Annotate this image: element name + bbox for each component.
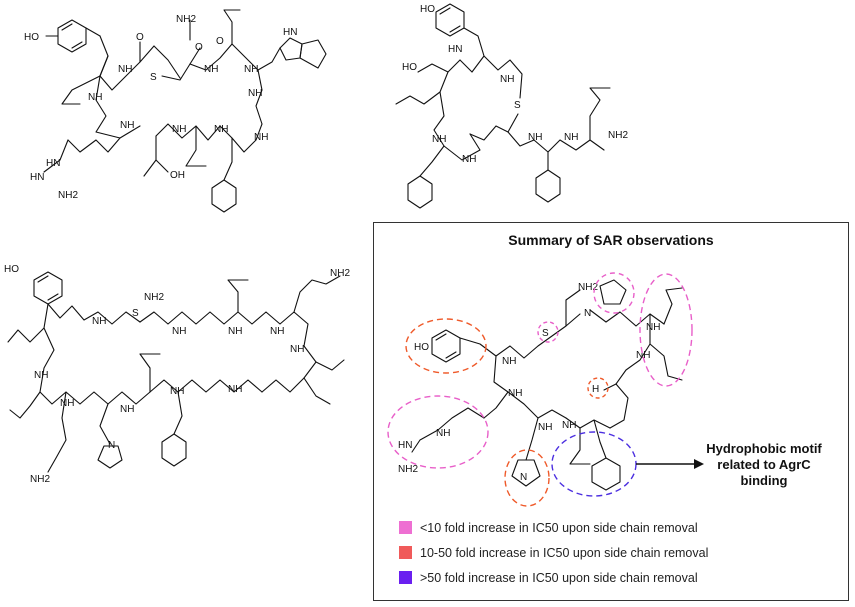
- summary-box: [373, 222, 849, 601]
- svg-text:NH: NH: [462, 154, 476, 165]
- svg-text:OH: OH: [170, 170, 185, 181]
- svg-text:NH: NH: [508, 388, 522, 399]
- svg-text:HN: HN: [46, 158, 60, 169]
- svg-text:N: N: [584, 308, 591, 319]
- svg-text:NH2: NH2: [144, 292, 164, 303]
- svg-text:NH: NH: [500, 74, 514, 85]
- legend-item: <10 fold increase in IC50 upon side chai…: [399, 515, 708, 540]
- histidine-highlight: [504, 449, 550, 507]
- peptide-structure-3: HO NH S NH2 NH NH NH NH2 NH NH NH NH N N…: [4, 264, 350, 485]
- proline-highlight: [593, 272, 635, 314]
- svg-text:NH: NH: [34, 370, 48, 381]
- svg-text:NH: NH: [436, 428, 450, 439]
- leucine-valine-highlight: [639, 273, 693, 387]
- svg-text:NH: NH: [538, 422, 552, 433]
- svg-text:HN: HN: [448, 44, 462, 55]
- svg-text:S: S: [132, 308, 139, 319]
- sulfur-label: S: [150, 72, 157, 83]
- motif-arrowhead: [694, 459, 704, 469]
- svg-text:O: O: [195, 42, 203, 53]
- svg-text:S: S: [514, 100, 521, 111]
- svg-text:NH2: NH2: [330, 268, 350, 279]
- svg-text:O: O: [216, 36, 224, 47]
- peptide-structure-summary: HO S NH NH2 N NH NH H NH NH NH NH HN NH2…: [387, 272, 704, 507]
- legend-item: 10-50 fold increase in IC50 upon side ch…: [399, 540, 708, 565]
- legend-swatch: [399, 571, 412, 584]
- amide-nh-label: NH: [118, 64, 132, 75]
- svg-text:HO: HO: [4, 264, 19, 275]
- peptide-structure-2: HO HN HO NH S NH NH NH2 NH NH: [395, 3, 628, 209]
- tyrosine-highlight: [405, 318, 487, 374]
- svg-text:NH: NH: [172, 326, 186, 337]
- svg-text:NH: NH: [502, 356, 516, 367]
- legend-label: >50 fold increase in IC50 upon side chai…: [420, 570, 698, 585]
- legend-item: >50 fold increase in IC50 upon side chai…: [399, 565, 708, 590]
- svg-text:NH: NH: [92, 316, 106, 327]
- svg-text:NH: NH: [636, 350, 650, 361]
- svg-text:NH: NH: [228, 384, 242, 395]
- svg-text:NH: NH: [120, 120, 134, 131]
- svg-text:NH: NH: [564, 132, 578, 143]
- svg-text:N: N: [520, 472, 527, 483]
- legend-swatch: [399, 546, 412, 559]
- svg-text:NH2: NH2: [58, 190, 78, 201]
- svg-text:NH: NH: [562, 420, 576, 431]
- hydrophobic-motif-label: Hydrophobic motif related to AgrC bindin…: [706, 441, 822, 488]
- svg-text:NH2: NH2: [608, 130, 628, 141]
- legend-label: 10-50 fold increase in IC50 upon side ch…: [420, 545, 709, 560]
- svg-text:NH: NH: [254, 132, 268, 143]
- svg-text:NH: NH: [170, 386, 184, 397]
- summary-title: Summary of SAR observations: [508, 232, 714, 248]
- svg-text:HN: HN: [30, 172, 44, 183]
- svg-text:N: N: [108, 440, 115, 451]
- legend: <10 fold increase in IC50 upon side chai…: [399, 515, 708, 590]
- arginine-highlight: [387, 395, 489, 469]
- legend-swatch: [399, 521, 412, 534]
- svg-text:NH: NH: [244, 64, 258, 75]
- svg-text:NH: NH: [60, 398, 74, 409]
- svg-text:NH: NH: [214, 124, 228, 135]
- legend-label: <10 fold increase in IC50 upon side chai…: [420, 520, 698, 535]
- peptide-structure-1: HO NH O S NH2 O NH O NH HN NH NH NH NH: [24, 9, 327, 213]
- svg-text:HN: HN: [398, 440, 412, 451]
- svg-text:HO: HO: [402, 62, 417, 73]
- svg-text:NH: NH: [228, 326, 242, 337]
- svg-text:NH: NH: [270, 326, 284, 337]
- svg-text:O: O: [136, 32, 144, 43]
- amide-nh2-label: NH2: [176, 14, 196, 25]
- svg-text:NH2: NH2: [30, 474, 50, 485]
- alpha-h-label: H: [592, 384, 599, 395]
- svg-text:NH: NH: [88, 92, 102, 103]
- glycine-h-highlight: [587, 377, 609, 399]
- svg-text:NH: NH: [646, 322, 660, 333]
- svg-text:HN: HN: [283, 27, 297, 38]
- svg-text:NH: NH: [204, 64, 218, 75]
- svg-text:HO: HO: [414, 342, 429, 353]
- svg-text:HO: HO: [420, 4, 435, 15]
- svg-text:NH: NH: [528, 132, 542, 143]
- svg-text:NH2: NH2: [398, 464, 418, 475]
- svg-text:S: S: [542, 328, 549, 339]
- cysteine-highlight: [537, 321, 559, 343]
- hydroxyl-label: HO: [24, 32, 39, 43]
- svg-text:NH: NH: [120, 404, 134, 415]
- svg-text:NH: NH: [172, 124, 186, 135]
- svg-text:NH2: NH2: [578, 282, 598, 293]
- svg-text:NH: NH: [248, 88, 262, 99]
- svg-text:NH: NH: [290, 344, 304, 355]
- svg-text:NH: NH: [432, 134, 446, 145]
